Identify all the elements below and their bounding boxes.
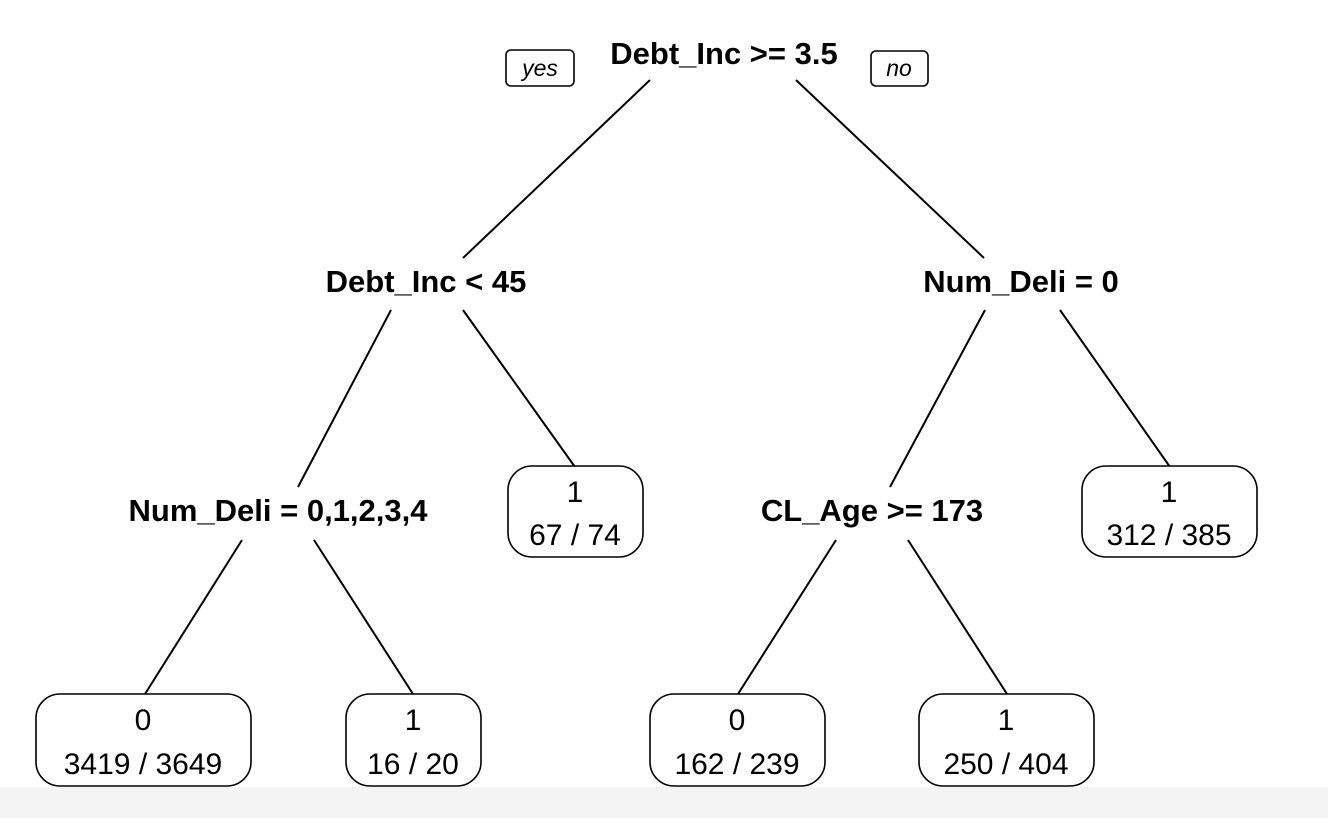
leaf-counts: 250 / 404	[943, 748, 1068, 781]
edge-rightleft-leaf5	[907, 539, 1008, 695]
leaf-node: 1 250 / 404	[918, 693, 1095, 787]
leaf-class: 1	[405, 704, 422, 737]
edge-root-left	[462, 79, 651, 259]
leaf-counts: 3419 / 3649	[64, 748, 222, 781]
edge-left-leaf3	[462, 309, 576, 468]
leaf-box	[35, 693, 252, 787]
leaf-counts: 312 / 385	[1106, 519, 1231, 552]
leaf-node: 0 162 / 239	[649, 693, 826, 787]
left-split-label: Debt_Inc < 45	[326, 264, 527, 299]
bottom-strip	[0, 787, 1328, 818]
leaf-box	[1081, 465, 1258, 558]
leaf-counts: 162 / 239	[674, 748, 799, 781]
root-node: yes Debt_Inc >= 3.5 no	[505, 36, 929, 87]
right-split-label: Num_Deli = 0	[923, 264, 1119, 299]
edge-left-leftleft	[297, 309, 392, 488]
edge-right-leaf6	[1059, 309, 1171, 468]
leaf-box	[507, 465, 644, 558]
leaf-box	[918, 693, 1095, 787]
leaf-node: 1 67 / 74	[507, 465, 644, 558]
leaf-node: 1 16 / 20	[345, 693, 482, 787]
leaf-node: 1 312 / 385	[1081, 465, 1258, 558]
leaf-class: 1	[998, 704, 1015, 737]
leaf-class: 0	[135, 704, 152, 737]
leaf-class: 0	[729, 704, 746, 737]
leaf-class: 1	[1161, 476, 1178, 509]
yes-label-box	[505, 49, 575, 87]
edge-root-right	[795, 79, 985, 259]
edge-leftleft-leaf2	[313, 539, 414, 695]
yes-label: yes	[520, 55, 558, 81]
no-label-box	[870, 50, 929, 87]
leaf-box	[649, 693, 826, 787]
no-label: no	[886, 55, 912, 81]
tree-edges	[144, 79, 1171, 695]
edge-rightleft-leaf4	[737, 539, 837, 695]
leaf-counts: 16 / 20	[367, 748, 459, 781]
left-left-split-label: Num_Deli = 0,1,2,3,4	[129, 493, 429, 528]
leaf-node: 0 3419 / 3649	[35, 693, 252, 787]
edge-leftleft-leaf1	[144, 539, 243, 695]
right-left-split-label: CL_Age >= 173	[761, 493, 983, 528]
leaf-box	[345, 693, 482, 787]
leaf-class: 1	[567, 476, 584, 509]
edge-right-rightleft	[889, 309, 986, 488]
root-split-label: Debt_Inc >= 3.5	[610, 36, 837, 71]
leaf-counts: 67 / 74	[529, 519, 621, 552]
